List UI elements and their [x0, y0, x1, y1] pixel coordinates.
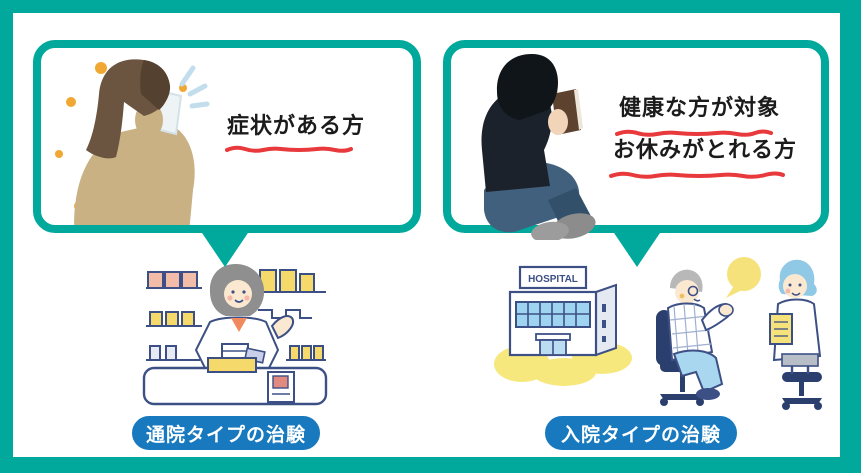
outpatient-trial-label-text: 通院タイプの治験	[145, 424, 306, 446]
hospital-building-illustration: HOSPITAL	[492, 252, 636, 390]
frame-left	[0, 0, 13, 473]
red-underline	[225, 142, 361, 160]
building: HOSPITAL	[508, 265, 617, 357]
pharmacy-counter-illustration	[140, 248, 330, 408]
down-arrow-icon	[198, 227, 252, 267]
sitting-man-illustration	[452, 50, 627, 243]
hospital-sign-text: HOSPITAL	[528, 274, 578, 285]
inpatient-trial-label-text: 入院タイプの治験	[560, 424, 721, 446]
speech-bubble-icon	[727, 257, 761, 291]
speech-bubble-tail	[726, 286, 742, 298]
sneeze-streaks-icon	[179, 65, 210, 109]
hand	[548, 109, 568, 135]
outpatient-trial-label: 通院タイプの治験	[129, 413, 323, 453]
pharmacist	[194, 264, 294, 371]
red-underline	[609, 168, 793, 186]
outpatient-condition-card: 症状がある方	[33, 40, 421, 233]
sock-left	[531, 221, 569, 243]
sneezing-woman-illustration	[49, 54, 229, 225]
inpatient-condition-line1: 健康な方が対象	[619, 95, 781, 120]
down-arrow-icon	[610, 227, 664, 267]
frame-right	[840, 0, 861, 473]
inpatient-trial-label: 入院タイプの治験	[542, 413, 740, 453]
hair	[496, 54, 559, 120]
nurse	[769, 259, 822, 374]
shelf-items	[147, 269, 324, 361]
hair-bangs	[140, 60, 170, 110]
nurse-stool	[782, 372, 822, 410]
skirt	[79, 224, 157, 225]
elderly-patient	[666, 269, 734, 400]
inpatient-condition-line2: お休みがとれる方	[613, 137, 798, 162]
counter	[142, 357, 328, 406]
frame-top	[0, 0, 861, 13]
outpatient-condition-text: 症状がある方	[227, 113, 366, 138]
frame-bottom	[0, 457, 861, 473]
red-underline	[615, 126, 775, 144]
book-pages	[574, 89, 583, 130]
doctor-patient-consultation-illustration	[642, 244, 840, 412]
